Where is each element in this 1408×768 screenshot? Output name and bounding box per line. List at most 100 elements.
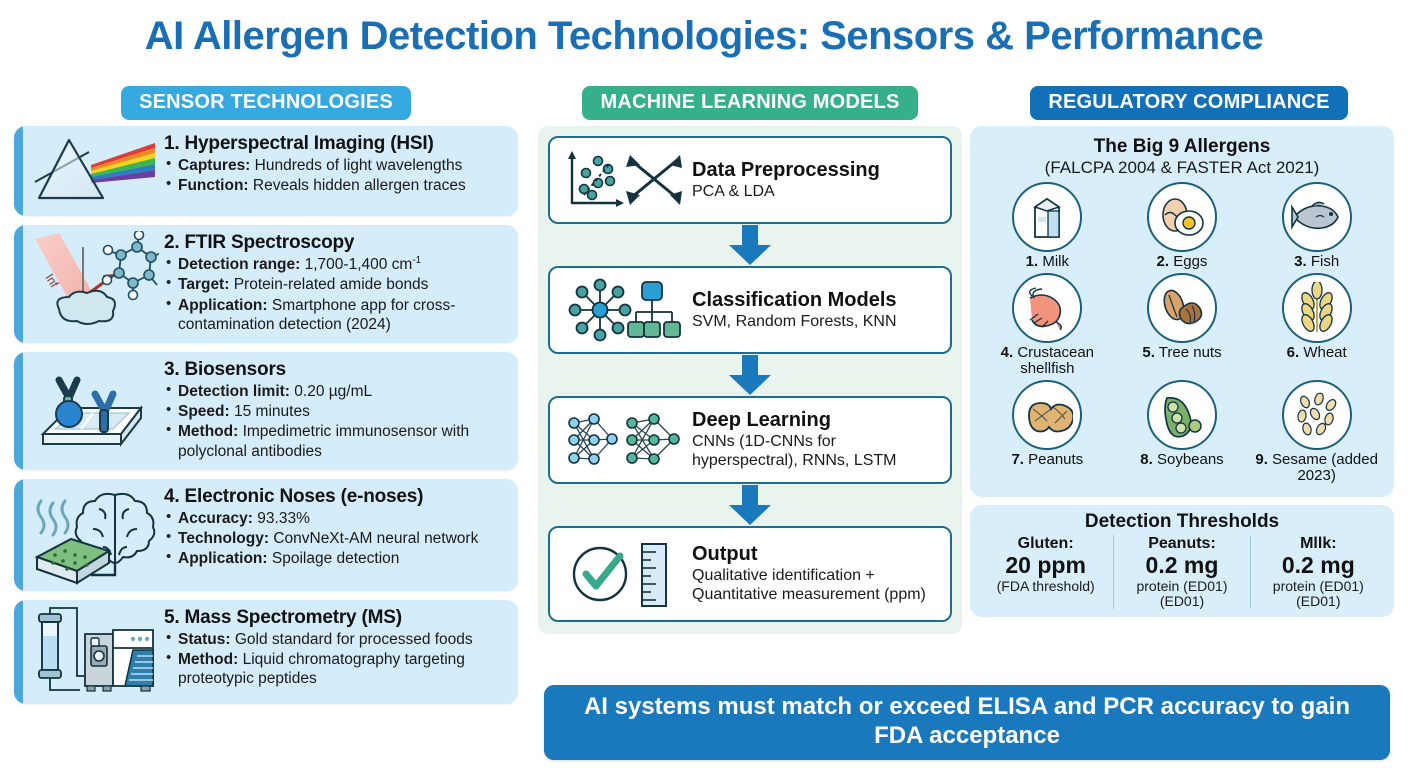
threshold-value: 0.2 mg — [1281, 552, 1355, 579]
allergen-number: 6. — [1286, 343, 1300, 361]
mass-spectrometer-icon — [14, 600, 164, 704]
sensor-card-hyperspectral[interactable]: 1. Hyperspectral Imaging (HSI) Captures:… — [14, 126, 518, 216]
sensor-card-ftir[interactable]: Inf — [14, 225, 518, 344]
allergen-item-fish[interactable]: 3. Fish — [1249, 182, 1384, 271]
ml-step-subtitle: Qualitative identification + Quantitativ… — [692, 567, 926, 603]
sensor-column-header: SENSOR TECHNOLOGIES — [121, 86, 411, 120]
threshold-cell-gluten: Gluten: 20 ppm (FDA threshold) — [978, 535, 1113, 609]
allergen-item-wheat[interactable]: 6. Wheat — [1249, 272, 1384, 378]
network-decision-tree-icon — [560, 276, 688, 344]
ml-step-subtitle: PCA & LDA — [692, 182, 775, 200]
sensor-bullet: Speed: 15 minutes — [164, 401, 506, 421]
regulatory-column-header: REGULATORY COMPLIANCE — [1030, 86, 1348, 120]
three-column-layout: SENSOR TECHNOLOGIES — [0, 86, 1408, 713]
allergen-item-tree-nuts[interactable]: 5. Tree nuts — [1115, 272, 1250, 378]
flow-arrow-3 — [548, 484, 952, 526]
bullet-text: Reveals hidden allergen traces — [252, 177, 466, 195]
allergen-name: Tree nuts — [1158, 343, 1222, 361]
milk-carton-icon — [1012, 182, 1083, 252]
sensor-card-title: 2. FTIR Spectroscopy — [164, 232, 355, 253]
allergen-item-crustacean-shellfish[interactable]: 4. Crustacean shellfish — [980, 272, 1115, 378]
allergen-name: Milk — [1042, 253, 1069, 270]
bullet-label: Technology: — [178, 530, 269, 548]
ml-step-text: Output Qualitative identification + Quan… — [688, 543, 940, 604]
ml-step-classification-models[interactable]: Classification Models SVM, Random Forest… — [548, 266, 952, 354]
bullet-label: Application: — [178, 296, 268, 314]
sensor-bullet: Captures: Hundreds of light wavelengths — [164, 155, 506, 175]
ml-step-deep-learning[interactable]: Deep Learning CNNs (1D-CNNs for hyperspe… — [548, 396, 952, 484]
sensor-bullet: Status: Gold standard for processed food… — [164, 629, 506, 649]
bullet-label: Method: — [178, 423, 239, 441]
flow-arrow-1 — [548, 224, 952, 266]
tree-nuts-icon — [1146, 272, 1217, 343]
bullet-label: Detection range: — [178, 256, 301, 274]
threshold-name: Mllk: — [1300, 534, 1337, 552]
sensor-bullet: Technology: ConvNeXt-AM neural network — [164, 528, 506, 548]
sensor-card-body: 1. Hyperspectral Imaging (HSI) Captures:… — [164, 126, 518, 204]
allergen-item-soybeans[interactable]: 8. Soybeans — [1115, 379, 1250, 485]
check-ruler-icon — [560, 536, 688, 612]
allergen-name: Crustacean shellfish — [1017, 343, 1095, 377]
allergen-item-peanuts[interactable]: 7. Peanuts — [980, 379, 1115, 485]
thresholds-row: Gluten: 20 ppm (FDA threshold) Peanuts: … — [978, 534, 1386, 609]
flow-arrow-2 — [548, 354, 952, 396]
sensor-technologies-column: SENSOR TECHNOLOGIES — [0, 86, 530, 713]
antibody-biosensor-icon — [14, 352, 164, 462]
allergen-name: Soybeans — [1156, 450, 1224, 468]
ml-step-title: Data Preprocessing — [692, 158, 880, 181]
eggs-icon — [1146, 182, 1217, 252]
sensor-bullet-list: Detection range: 1,700-1,400 cm-1 Target… — [164, 254, 506, 334]
threshold-cell-milk: Mllk: 0.2 mg protein (ED01) (ED01) — [1249, 534, 1386, 609]
sensor-card-body: 3. Biosensors Detection limit: 0.20 µg/m… — [164, 352, 518, 470]
allergen-label: 5. Tree nuts — [1115, 343, 1250, 362]
bullet-superscript: -1 — [412, 255, 422, 266]
soybean-pod-icon — [1146, 379, 1217, 450]
allergen-item-milk[interactable]: 1. Milk — [980, 182, 1115, 271]
ml-step-data-preprocessing[interactable]: Data Preprocessing PCA & LDA — [548, 136, 952, 224]
sensor-bullet-list: Accuracy: 93.33% Technology: ConvNeXt-AM… — [164, 508, 506, 569]
shrimp-icon — [1012, 272, 1083, 343]
allergen-label: 9. Sesame (added 2023) — [1249, 451, 1384, 485]
fish-icon — [1281, 182, 1352, 252]
sensor-bullet: Application: Smartphone app for cross-co… — [164, 295, 506, 334]
wheat-icon — [1281, 272, 1352, 343]
sensor-bullet-list: Detection limit: 0.20 µg/mL Speed: 15 mi… — [164, 381, 506, 461]
regulatory-header-row: REGULATORY COMPLIANCE — [970, 86, 1408, 126]
bullet-text: Impedimetric immunosensor with polyclona… — [178, 423, 470, 460]
sesame-seeds-icon — [1281, 379, 1352, 450]
sensor-card-mass-spectrometry[interactable]: 5. Mass Spectrometry (MS) Status: Gold s… — [14, 599, 518, 704]
sensor-card-body: 4. Electronic Noses (e-noses) Accuracy: … — [164, 479, 518, 578]
sensor-bullet: Method: Liquid chromatography targeting … — [164, 649, 506, 688]
allergen-item-eggs[interactable]: 2. Eggs — [1115, 182, 1250, 271]
threshold-value: 0.2 mg — [1145, 552, 1219, 579]
sensor-bullet: Detection limit: 0.20 µg/mL — [164, 381, 506, 401]
bullet-text: 0.20 µg/mL — [294, 383, 373, 401]
ml-step-output[interactable]: Output Qualitative identification + Quan… — [548, 526, 952, 622]
bullet-text: Hundreds of light wavelengths — [254, 157, 463, 174]
bullet-label: Status: — [178, 630, 231, 648]
sensor-card-enoses[interactable]: 4. Electronic Noses (e-noses) Accuracy: … — [14, 478, 518, 591]
sensor-card-body: 5. Mass Spectrometry (MS) Status: Gold s… — [164, 600, 518, 698]
threshold-note: protein (ED01) (ED01) — [1136, 577, 1228, 609]
bullet-label: Method: — [178, 651, 239, 669]
allergen-label: 7. Peanuts — [980, 450, 1115, 469]
allergen-label: 8. Soybeans — [1115, 450, 1250, 469]
allergen-item-sesame[interactable]: 9. Sesame (added 2023) — [1249, 379, 1384, 485]
ml-step-text: Deep Learning CNNs (1D-CNNs for hyperspe… — [688, 409, 940, 470]
allergen-label: 3. Fish — [1249, 253, 1384, 271]
big9-subtitle: (FALCPA 2004 & FASTER Act 2021) — [1044, 158, 1320, 177]
peanut-icon — [1012, 379, 1083, 450]
infrared-beam-molecule-icon: Inf — [14, 225, 164, 341]
sensor-bullet: Method: Impedimetric immunosensor with p… — [164, 421, 506, 460]
allergen-label: 1. Milk — [980, 253, 1115, 271]
allergen-grid: 1. Milk 2. Eggs — [980, 182, 1384, 485]
bullet-text: Spoilage detection — [271, 550, 400, 568]
allergen-name: Wheat — [1303, 343, 1347, 361]
scatter-plot-arrows-icon — [560, 147, 688, 213]
allergen-name: Peanuts — [1028, 450, 1084, 468]
allergen-number: 2. — [1156, 253, 1170, 270]
bullet-label: Target: — [178, 276, 230, 294]
sensor-card-biosensors[interactable]: 3. Biosensors Detection limit: 0.20 µg/m… — [14, 352, 518, 470]
big9-title: The Big 9 Allergens — [1093, 136, 1271, 157]
